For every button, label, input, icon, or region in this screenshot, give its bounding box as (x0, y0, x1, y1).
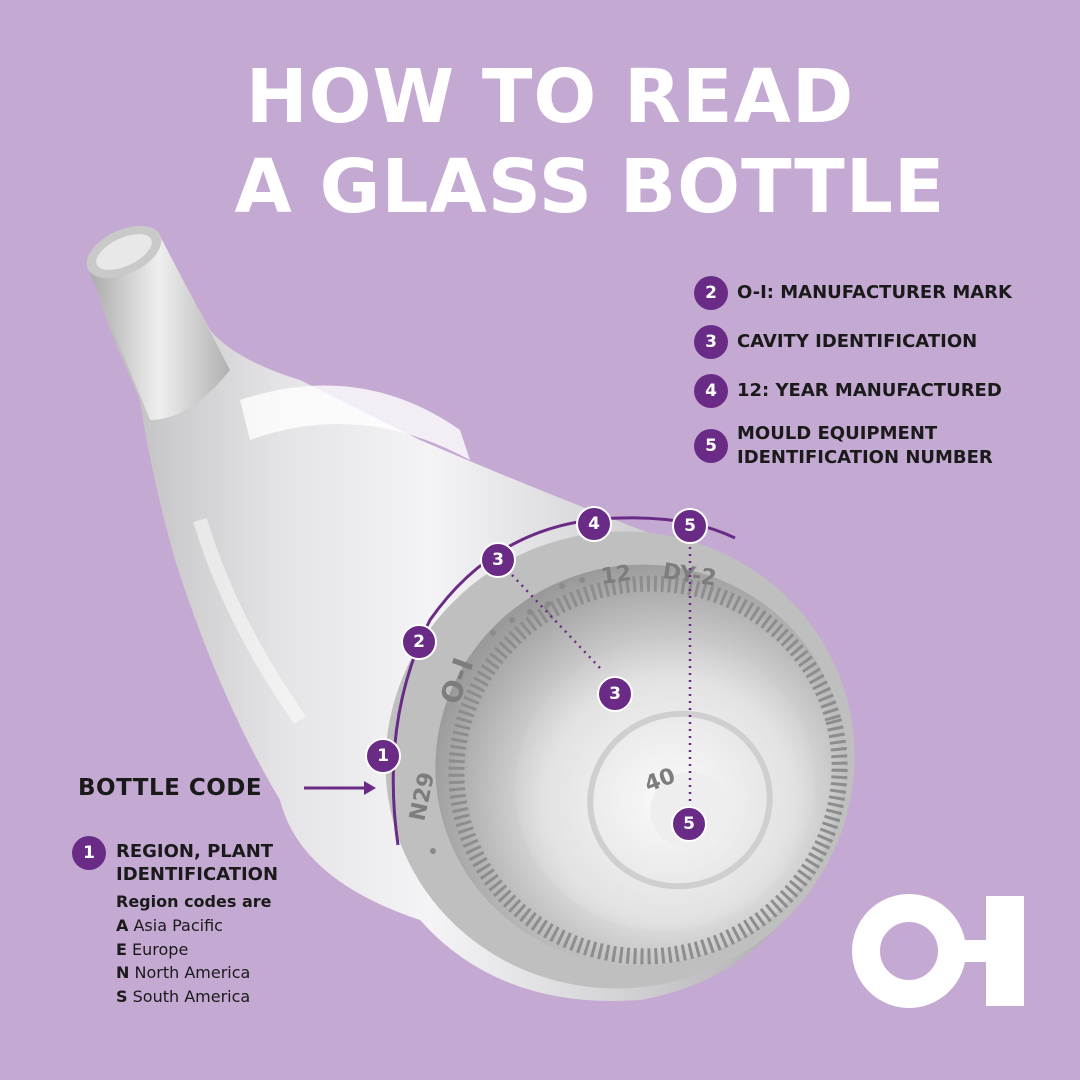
callout-badge-5-rim: 5 (672, 508, 708, 544)
region-heading: REGION, PLANT IDENTIFICATION (116, 840, 278, 886)
region-code-letter: N (116, 963, 130, 982)
callout-badge-3-base: 3 (597, 676, 633, 712)
region-code-item: S South America (116, 985, 250, 1009)
bottle-code-label: BOTTLE CODE (78, 775, 263, 801)
legend-text: CAVITY IDENTIFICATION (737, 331, 978, 352)
callout-badge-5-base: 5 (671, 806, 707, 842)
legend-text: 12: YEAR MANUFACTURED (737, 380, 1002, 401)
region-code-item: A Asia Pacific (116, 914, 250, 938)
region-code-name: North America (134, 963, 251, 982)
region-code-item: E Europe (116, 938, 250, 962)
region-code-name: South America (132, 986, 251, 1006)
bottle-shape (86, 225, 855, 1001)
callout-badge-3-rim: 3 (480, 542, 516, 578)
callout-badge-1: 1 (365, 738, 401, 774)
callout-badge-4: 4 (576, 506, 612, 542)
legend-badge: 2 (694, 276, 728, 310)
page-title-line-1: HOW TO READ (245, 54, 855, 140)
page-title-line-2: A GLASS BOTTLE (234, 144, 946, 230)
region-codes-intro: Region codes are (116, 892, 272, 911)
legend-badge: 4 (694, 374, 728, 408)
region-code-name: Europe (132, 939, 189, 959)
region-code-list: A Asia Pacific E Europe N North America … (116, 914, 250, 1008)
region-code-name: Asia Pacific (133, 916, 223, 935)
legend-text: MOULD EQUIPMENT IDENTIFICATION NUMBER (737, 423, 993, 468)
emboss-dots (430, 577, 585, 854)
region-heading-line-2: IDENTIFICATION (116, 864, 279, 885)
arrow-right-icon (304, 781, 376, 795)
o-i-logo (852, 894, 1024, 1008)
region-heading-line-1: REGION, PLANT (116, 841, 274, 862)
cavity-leader-line (511, 574, 601, 669)
region-code-letter: S (116, 986, 128, 1006)
region-code-item: N North America (116, 961, 250, 985)
legend-text: O-I: MANUFACTURER MARK (737, 282, 1012, 303)
region-code-letter: E (116, 939, 127, 959)
region-code-letter: A (116, 916, 129, 935)
emboss-year-text: 12 (599, 561, 633, 590)
region-badge: 1 (72, 836, 106, 870)
legend-badge: 5 (694, 429, 728, 463)
callout-badge-2: 2 (401, 624, 437, 660)
legend-badge: 3 (694, 325, 728, 359)
